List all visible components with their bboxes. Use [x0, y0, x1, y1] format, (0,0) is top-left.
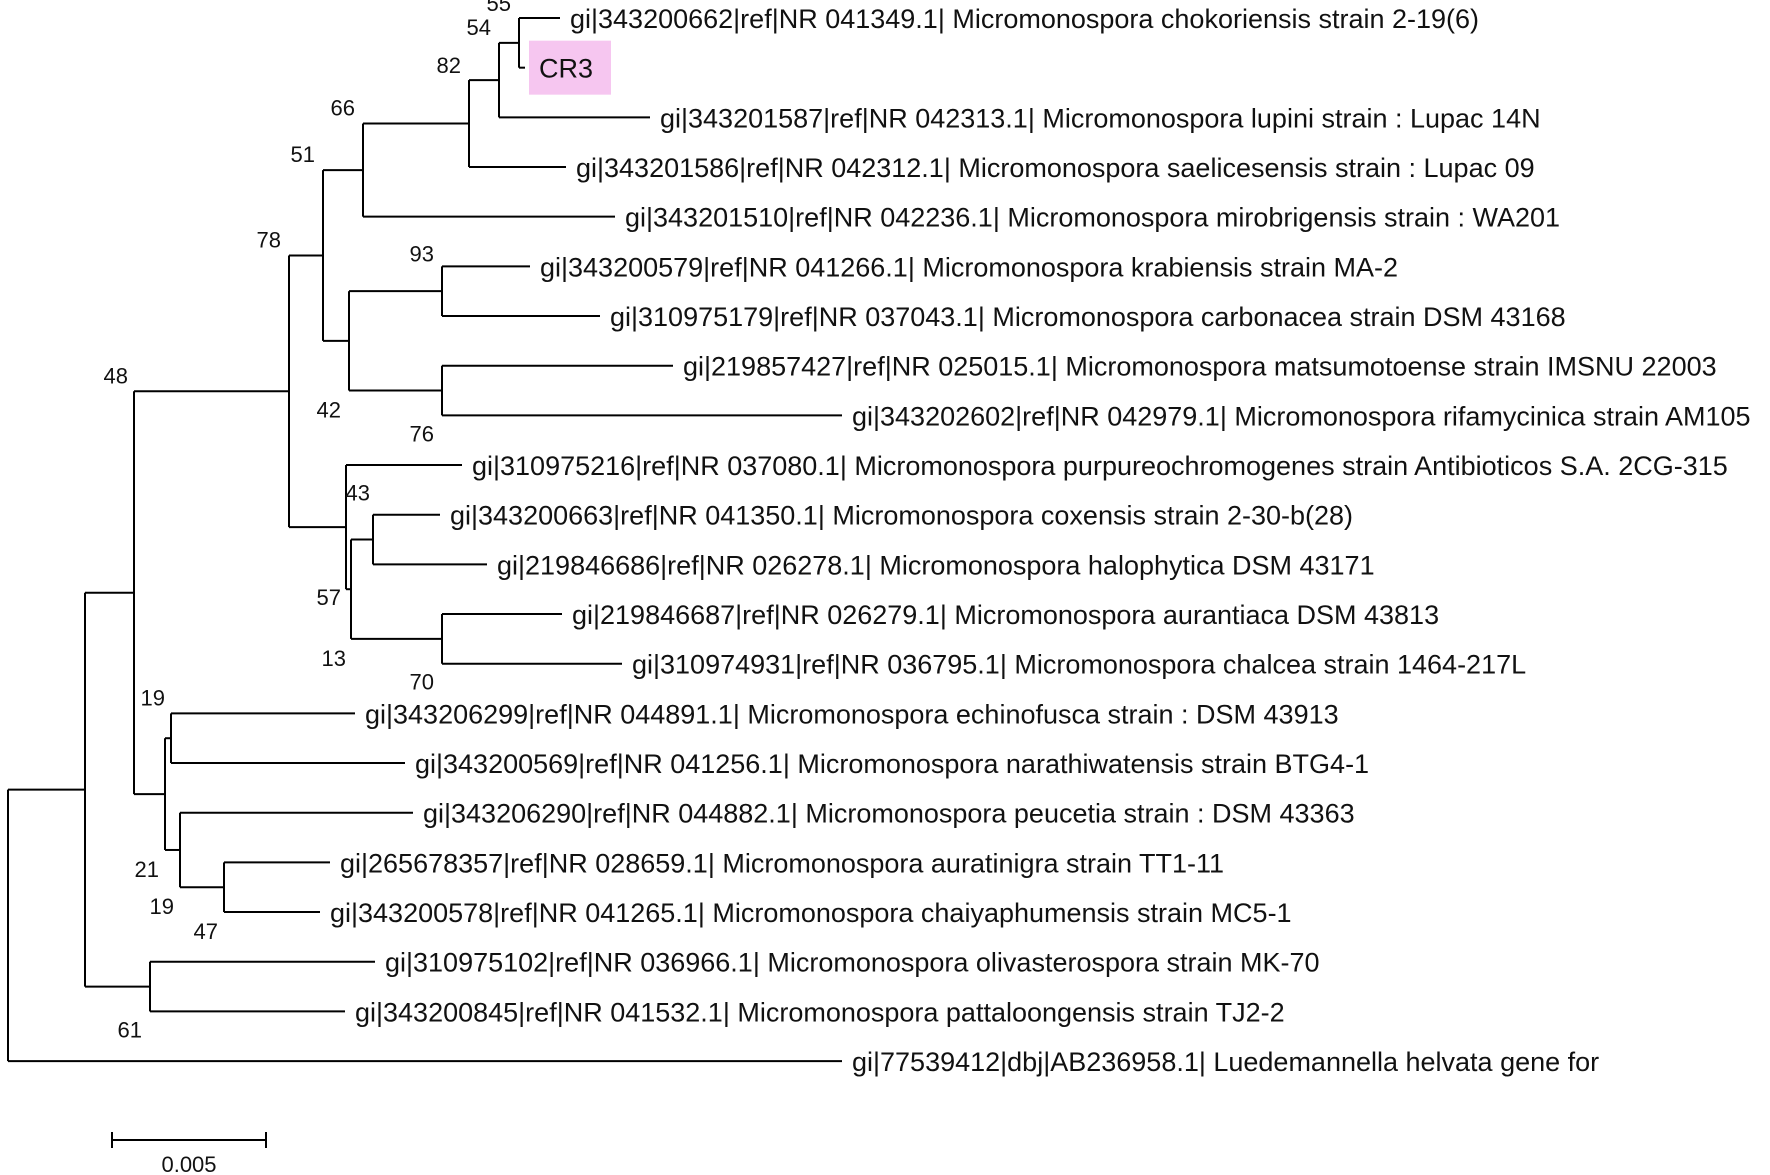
leaf-label: gi|310975102|ref|NR 036966.1| Micromonos…	[385, 948, 1320, 978]
leaf-label: gi|343200569|ref|NR 041256.1| Micromonos…	[415, 749, 1369, 779]
leaf-label: gi|343200662|ref|NR 041349.1| Micromonos…	[570, 4, 1479, 34]
bootstrap-value: 47	[194, 919, 218, 944]
highlight-box	[529, 40, 611, 95]
leaf-label: gi|343200845|ref|NR 041532.1| Micromonos…	[355, 997, 1285, 1027]
leaf-label: gi|343201586|ref|NR 042312.1| Micromonos…	[576, 153, 1535, 183]
leaf-label: gi|343206299|ref|NR 044891.1| Micromonos…	[365, 699, 1339, 729]
leaf-label: gi|265678357|ref|NR 028659.1| Micromonos…	[340, 848, 1224, 878]
leaf-label: gi|343200578|ref|NR 041265.1| Micromonos…	[330, 898, 1292, 928]
leaf-label: gi|219846687|ref|NR 026279.1| Micromonos…	[572, 600, 1439, 630]
bootstrap-value: 21	[135, 857, 159, 882]
leaf-label: gi|343201587|ref|NR 042313.1| Micromonos…	[660, 103, 1541, 133]
bootstrap-value: 61	[118, 1017, 142, 1042]
leaf-label: gi|343200579|ref|NR 041266.1| Micromonos…	[540, 252, 1398, 282]
bootstrap-value: 76	[410, 421, 434, 446]
bootstrap-value: 70	[410, 670, 434, 695]
bootstrap-value: 57	[317, 585, 341, 610]
leaf-label: gi|219846686|ref|NR 026278.1| Micromonos…	[497, 550, 1375, 580]
bootstrap-value: 55	[487, 0, 511, 16]
leaf-label: gi|343201510|ref|NR 042236.1| Micromonos…	[625, 203, 1560, 233]
leaf-label: gi|310975216|ref|NR 037080.1| Micromonos…	[472, 451, 1728, 481]
bootstrap-value: 66	[331, 96, 355, 121]
bootstrap-value: 42	[317, 398, 341, 423]
bootstrap-value: 19	[141, 685, 165, 710]
bootstrap-value: 43	[346, 481, 370, 506]
bootstrap-value: 51	[291, 142, 315, 167]
bootstrap-value: 78	[257, 227, 281, 252]
bootstrap-value: 93	[410, 241, 434, 266]
bootstrap-value: 82	[437, 53, 461, 78]
bootstrap-value: 54	[467, 15, 491, 40]
bootstrap-value: 13	[322, 646, 346, 671]
leaf-label: CR3	[539, 54, 593, 84]
leaf-label: gi|343206290|ref|NR 044882.1| Micromonos…	[423, 799, 1355, 829]
leaf-label: gi|77539412|dbj|AB236958.1| Luedemannell…	[852, 1047, 1599, 1077]
bootstrap-value: 19	[150, 894, 174, 919]
leaf-label: gi|310974931|ref|NR 036795.1| Micromonos…	[632, 650, 1526, 680]
scale-bar-label: 0.005	[161, 1152, 216, 1175]
leaf-label: gi|219857427|ref|NR 025015.1| Micromonos…	[683, 352, 1717, 382]
leaf-label: gi|343202602|ref|NR 042979.1| Micromonos…	[852, 401, 1751, 431]
bootstrap-value: 48	[104, 363, 128, 388]
leaf-label: gi|343200663|ref|NR 041350.1| Micromonos…	[450, 501, 1353, 531]
leaf-label: gi|310975179|ref|NR 037043.1| Micromonos…	[610, 302, 1566, 332]
